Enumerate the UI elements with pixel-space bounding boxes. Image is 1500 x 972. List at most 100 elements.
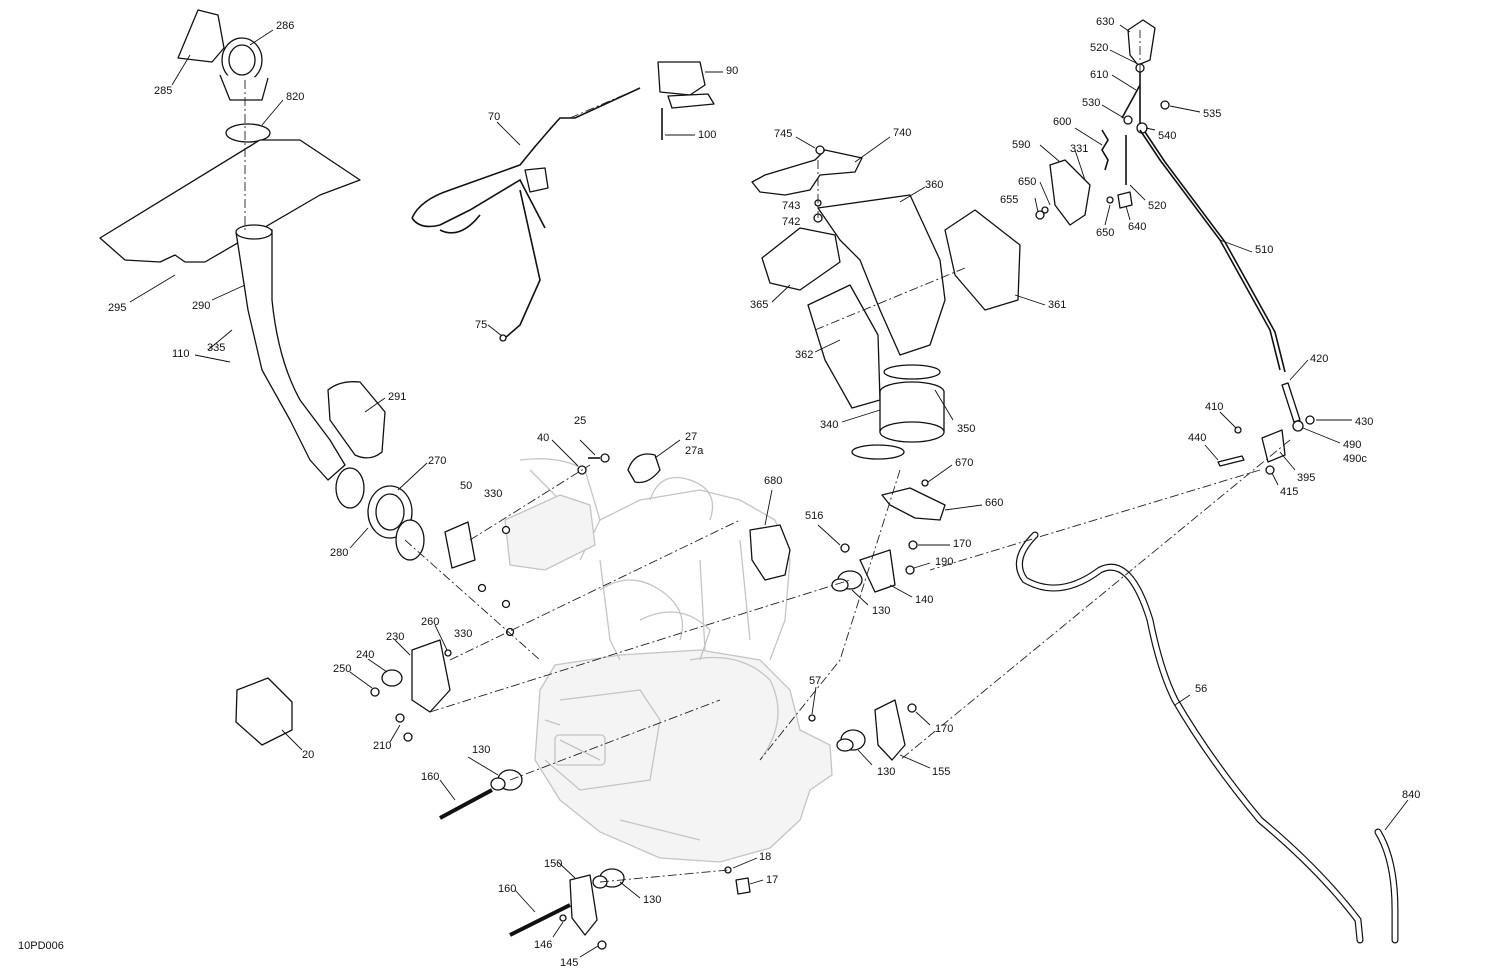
- callout-27: 27: [685, 431, 697, 443]
- intake-boot-291: [327, 381, 386, 459]
- rubber-mount-130b: [836, 729, 866, 752]
- callout-25: 25: [574, 415, 586, 427]
- throttle-switch-90: [657, 61, 715, 109]
- callout-743: 743: [782, 200, 800, 212]
- rod-end-640: [1117, 191, 1133, 209]
- callout-590: 590: [1012, 139, 1030, 151]
- callout-520b: 520: [1148, 200, 1166, 212]
- clamps-280: [335, 467, 425, 561]
- pin-440: [1217, 455, 1245, 467]
- clip-75: [499, 334, 507, 342]
- mount-bracket-230: [411, 639, 451, 713]
- callout-520a: 520: [1090, 42, 1108, 54]
- connector-70: [524, 167, 549, 193]
- callout-160a: 160: [421, 771, 439, 783]
- callout-110: 110: [172, 348, 190, 360]
- callout-330a: 330: [484, 488, 502, 500]
- callout-146: 146: [534, 939, 552, 951]
- intake-cap-285: [177, 9, 225, 63]
- bracket-740: [751, 149, 863, 196]
- callout-286: 286: [276, 20, 294, 32]
- rubber-mount-130c: [490, 769, 523, 791]
- callout-295: 295: [108, 302, 126, 314]
- callout-350: 350: [957, 423, 975, 435]
- gasket-50: [444, 521, 476, 569]
- callout-650b: 650: [1096, 227, 1114, 239]
- bolt-25: [588, 453, 610, 463]
- callout-130a: 130: [872, 605, 890, 617]
- callout-190: 190: [935, 556, 953, 568]
- vent-hose-840: [1374, 828, 1399, 944]
- washer-650b: [1106, 196, 1114, 204]
- callout-340: 340: [820, 419, 838, 431]
- callout-145: 145: [560, 957, 578, 969]
- callout-130b: 130: [877, 766, 895, 778]
- callout-150: 150: [544, 858, 562, 870]
- bolt-410: [1234, 426, 1242, 434]
- callout-540: 540: [1158, 130, 1176, 142]
- rubber-mount-130d: [592, 868, 625, 889]
- bushing-530: [1123, 115, 1133, 125]
- bracket-395: [1261, 429, 1286, 463]
- assembly-centerlines: [244, 30, 1291, 883]
- bolt-535: [1160, 100, 1170, 110]
- callout-395: 395: [1297, 472, 1315, 484]
- ball-joint-490: [1292, 420, 1304, 432]
- callout-20: 20: [302, 749, 314, 761]
- callout-680: 680: [764, 475, 782, 487]
- shift-knob-630: [1127, 19, 1156, 66]
- coupler-270: [367, 485, 413, 539]
- ecm-box-ghost: [504, 494, 596, 571]
- rod-420: [1281, 382, 1301, 423]
- nut-170b: [907, 703, 917, 713]
- callout-57: 57: [809, 675, 821, 687]
- callout-650a: 650: [1018, 176, 1036, 188]
- callout-745: 745: [774, 128, 792, 140]
- mount-bracket-150: [569, 874, 598, 936]
- callout-90: 90: [726, 65, 738, 77]
- bolt-655: [1035, 210, 1045, 220]
- callout-155: 155: [932, 766, 950, 778]
- callout-230: 230: [386, 631, 404, 643]
- heat-shield-plate-295: [99, 139, 361, 263]
- vent-hose-56: [1015, 531, 1364, 944]
- bolt-745: [815, 145, 825, 155]
- callout-410: 410: [1205, 401, 1223, 413]
- cap-17: [735, 877, 751, 895]
- washer-146: [559, 914, 567, 922]
- callout-240: 240: [356, 649, 374, 661]
- spring-600: [1101, 129, 1109, 171]
- callout-490: 490: [1343, 439, 1361, 451]
- bolt-260: [444, 649, 452, 657]
- callout-250: 250: [333, 663, 351, 675]
- callout-840: 840: [1402, 789, 1420, 801]
- callout-360: 360: [925, 179, 943, 191]
- callout-530: 530: [1082, 97, 1100, 109]
- callout-50: 50: [460, 480, 472, 492]
- callout-140: 140: [915, 594, 933, 606]
- intake-elbow-365: [761, 227, 841, 291]
- washer-650a: [1041, 206, 1049, 214]
- shift-mechanism-590: [1049, 159, 1091, 226]
- callout-130d: 130: [643, 894, 661, 906]
- bolt-670: [921, 479, 929, 487]
- callout-630: 630: [1096, 16, 1114, 28]
- callout-415: 415: [1280, 486, 1298, 498]
- callout-610: 610: [1090, 69, 1108, 81]
- callout-742: 742: [782, 216, 800, 228]
- callout-640: 640: [1128, 221, 1146, 233]
- callout-100: 100: [698, 129, 716, 141]
- callout-290: 290: [192, 300, 210, 312]
- nut-170a: [908, 540, 918, 550]
- callout-260: 260: [421, 616, 439, 628]
- callout-670: 670: [955, 457, 973, 469]
- mount-bracket-140: [859, 549, 896, 593]
- callout-285: 285: [154, 85, 172, 97]
- diagram-reference-code: 10PD006: [18, 940, 64, 952]
- bolt-516: [840, 543, 850, 553]
- callout-170b: 170: [935, 723, 953, 735]
- intake-duct-360: [817, 194, 946, 356]
- callout-430: 430: [1355, 416, 1373, 428]
- callout-820: 820: [286, 91, 304, 103]
